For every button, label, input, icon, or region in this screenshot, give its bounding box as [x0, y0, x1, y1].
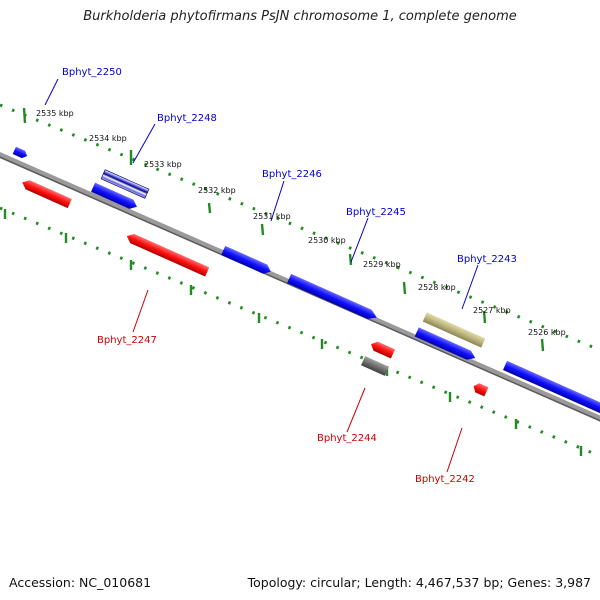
scale-label-2531: 2531 kbp [253, 212, 291, 221]
major-ticks-inner [3, 209, 583, 456]
scale-label-2529: 2529 kbp [363, 260, 401, 269]
label-leaders [44, 78, 479, 473]
gene-Bphyt_2247[interactable] [125, 232, 210, 277]
gene-pseudo-block[interactable] [361, 356, 389, 376]
gene-label-Bphyt_2247[interactable]: Bphyt_2247 [97, 335, 157, 346]
map-title: Burkholderia phytofirmans PsJN chromosom… [83, 9, 517, 24]
scale-label-2526: 2526 kbp [528, 328, 566, 337]
gene-label-Bphyt_2245[interactable]: Bphyt_2245 [346, 207, 406, 218]
scale-label-2530: 2530 kbp [308, 236, 346, 245]
gene-Bphyt_2243[interactable] [422, 312, 486, 348]
scale-label-2533: 2533 kbp [144, 160, 182, 169]
gene-label-Bphyt_2246[interactable]: Bphyt_2246 [262, 169, 322, 180]
gene-label-Bphyt_2244[interactable]: Bphyt_2244 [317, 433, 377, 444]
gene-forward-block-c[interactable] [502, 360, 600, 421]
gene-Bphyt_2244[interactable] [369, 340, 395, 359]
scale-label-2527: 2527 kbp [473, 306, 511, 315]
gene-forward-block-b[interactable] [414, 327, 478, 362]
gene-Bphyt_2250[interactable] [12, 146, 29, 160]
major-ticks-outer [22, 107, 545, 352]
gene-Bphyt_2245[interactable] [287, 273, 379, 322]
tick-track-inner [0, 206, 600, 458]
gene-features [12, 146, 600, 421]
gene-forward-block-a[interactable] [91, 182, 139, 212]
scale-label-2535: 2535 kbp [36, 109, 74, 118]
gene-Bphyt_2246[interactable] [221, 245, 273, 276]
scale-label-2534: 2534 kbp [89, 134, 127, 143]
gene-label-Bphyt_2248[interactable]: Bphyt_2248 [157, 113, 217, 124]
scale-label-2528: 2528 kbp [418, 283, 456, 292]
scale-label-2532: 2532 kbp [198, 186, 236, 195]
gene-Bphyt_2248[interactable] [100, 169, 150, 199]
gene-label-Bphyt_2250[interactable]: Bphyt_2250 [62, 67, 122, 78]
topology-text: Topology: circular; Length: 4,467,537 bp… [247, 575, 591, 590]
gene-Bphyt_2242[interactable] [472, 382, 489, 397]
accession-text: Accession: NC_010681 [9, 575, 152, 590]
gene-reverse-block-a[interactable] [20, 178, 72, 209]
gene-label-Bphyt_2243[interactable]: Bphyt_2243 [457, 254, 517, 265]
gene-label-Bphyt_2242[interactable]: Bphyt_2242 [415, 474, 475, 485]
